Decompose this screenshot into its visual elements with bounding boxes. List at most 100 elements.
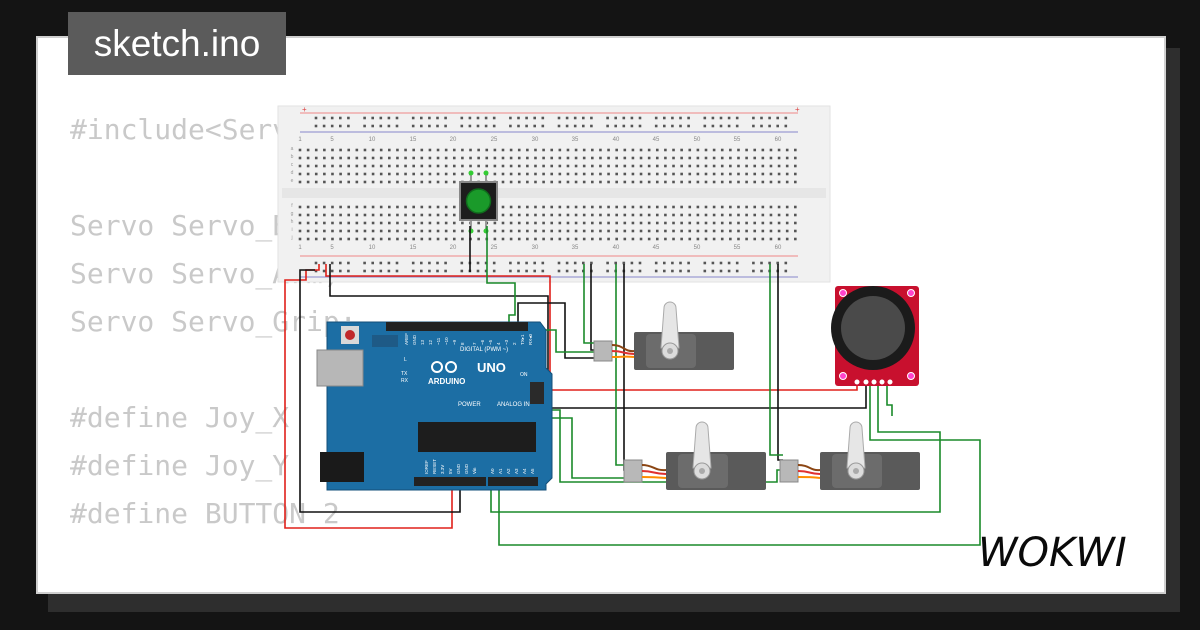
breadboard-hole — [404, 237, 407, 241]
breadboard-hole — [623, 213, 627, 217]
column-numbers: 1 5 10 15 20 25 30 35 40 45 50 55 60 — [298, 137, 782, 143]
breadboard-hole — [591, 221, 594, 225]
breadboard-hole — [639, 221, 643, 225]
joystick-module[interactable] — [831, 286, 919, 386]
column-number: 1 — [298, 137, 302, 143]
breadboard-hole — [566, 148, 570, 152]
breadboard-hole — [460, 269, 464, 273]
pin-label: TX▸1 — [520, 334, 525, 345]
breadboard-hole — [428, 221, 432, 225]
breadboard-hole — [517, 164, 521, 168]
breadboard-hole — [769, 172, 773, 176]
servo-grip[interactable] — [779, 421, 920, 490]
breadboard-hole — [526, 221, 529, 225]
breadboard-hole — [582, 261, 585, 265]
breadboard-hole — [314, 180, 318, 184]
breadboard-hole — [711, 261, 715, 265]
breadboard-hole — [664, 180, 667, 184]
breadboard-hole — [331, 205, 334, 209]
breadboard-hole — [542, 237, 545, 241]
file-tab[interactable]: sketch.ino — [68, 12, 286, 75]
breadboard-hole — [404, 229, 407, 233]
reset-button-cap[interactable] — [345, 330, 355, 340]
breadboard-hole — [720, 148, 724, 152]
breadboard-hole — [477, 237, 480, 241]
breadboard-hole — [672, 237, 675, 241]
breadboard-hole — [517, 205, 521, 209]
servo-arm[interactable] — [623, 421, 766, 490]
breadboard-hole — [526, 156, 529, 160]
breadboard-hole — [591, 156, 594, 160]
breadboard-hole — [785, 229, 789, 233]
breadboard-hole — [395, 116, 399, 120]
breadboard-hole — [298, 213, 302, 217]
breadboard-hole — [720, 180, 724, 184]
pin-label: RX◂0 — [528, 333, 533, 345]
breadboard-hole — [631, 221, 635, 225]
breadboard-hole — [591, 229, 594, 233]
breadboard-hole — [501, 180, 505, 184]
code-line: Servo Servo_Grip; — [70, 305, 357, 338]
breadboard-hole — [631, 180, 635, 184]
arduino-brand: ARDUINO — [428, 377, 465, 386]
breadboard-hole — [590, 261, 593, 265]
breadboard-hole — [493, 229, 497, 233]
breadboard-hole — [509, 180, 513, 184]
breadboard-hole — [428, 156, 432, 160]
pin-label: ~5 — [488, 339, 493, 345]
breadboard-hole — [769, 213, 773, 217]
breadboard-hole — [298, 156, 302, 160]
pin-label: 4 — [496, 342, 501, 345]
row-letter: j — [290, 235, 292, 241]
breadboard-hole — [582, 156, 586, 160]
arduino-uno-board[interactable]: DIGITAL (PWM ~) POWER ANALOG IN ON L TX … — [316, 321, 553, 491]
breadboard-hole — [679, 269, 682, 273]
breadboard-hole — [794, 180, 797, 184]
breadboard-hole — [761, 221, 765, 225]
breadboard-hole — [452, 180, 456, 184]
breadboard-hole — [557, 261, 561, 265]
breadboard-hole — [379, 269, 383, 273]
pushbutton[interactable] — [459, 170, 498, 234]
breadboard-hole — [355, 156, 359, 160]
breadboard-hole — [363, 221, 367, 225]
breadboard-hole — [404, 164, 407, 168]
pin-label: AREF — [404, 333, 409, 345]
breadboard-hole — [436, 229, 440, 233]
breadboard-hole — [306, 172, 310, 176]
breadboard-hole — [306, 148, 310, 152]
breadboard-hole — [411, 124, 415, 128]
breadboard-hole — [794, 172, 797, 176]
power-jack — [320, 452, 364, 482]
breadboard-hole — [623, 237, 627, 241]
breadboard-hole — [671, 124, 674, 128]
breadboard-hole — [355, 237, 359, 241]
breadboard-hole — [719, 269, 723, 273]
breadboard-hole — [314, 116, 318, 120]
breadboard-hole — [331, 172, 334, 176]
servo-base[interactable] — [593, 301, 734, 370]
breadboard-hole — [729, 180, 732, 184]
breadboard-hole — [436, 221, 440, 225]
breadboard-hole — [371, 261, 374, 265]
breadboard-hole — [745, 172, 748, 176]
breadboard-hole — [534, 172, 537, 176]
breadboard-hole — [574, 213, 578, 217]
breadboard-hole — [672, 156, 675, 160]
breadboard-hole — [582, 229, 586, 233]
breadboard-hole — [363, 116, 366, 120]
column-number: 15 — [410, 245, 417, 251]
breadboard-hole — [638, 269, 642, 273]
row-letter: f — [291, 203, 293, 209]
breadboard-hole — [729, 164, 732, 168]
breadboard-hole — [769, 221, 773, 225]
breadboard-hole — [444, 156, 448, 160]
breadboard-hole — [542, 180, 545, 184]
breadboard-hole — [776, 261, 779, 265]
breadboard-hole — [794, 221, 797, 225]
wokwi-logo-text: WOKWI — [978, 530, 1127, 576]
breadboard-hole — [688, 221, 692, 225]
breadboard-hole — [591, 213, 594, 217]
breadboard-hole — [591, 180, 594, 184]
breadboard-hole — [396, 180, 399, 184]
